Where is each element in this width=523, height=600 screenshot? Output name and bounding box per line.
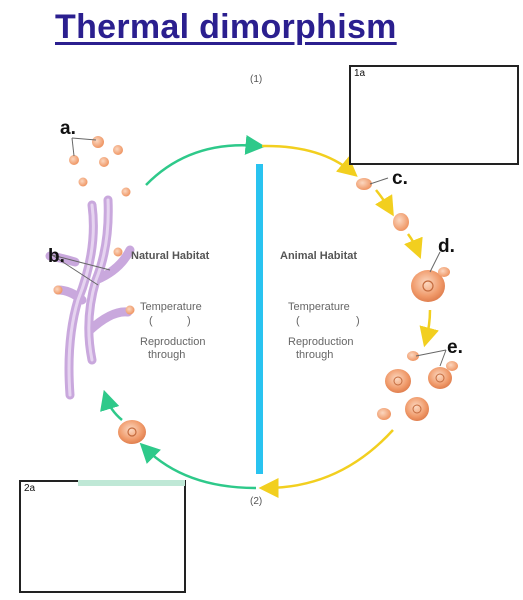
animal-paren-close: ) (356, 315, 360, 327)
habitat-divider (256, 164, 263, 474)
answer-box-2a[interactable]: 2a (19, 480, 186, 593)
hyphae-mold (45, 195, 135, 400)
arrow-d-to-e (419, 309, 439, 348)
label-b: b. (48, 246, 65, 267)
animal-habitat-heading: Animal Habitat (280, 250, 358, 262)
natural-through: through (148, 349, 186, 361)
animal-through: through (296, 349, 334, 361)
arrow-d-small (404, 233, 423, 259)
page-title: Thermal dimorphism (55, 8, 397, 46)
label-a: a. (60, 118, 76, 139)
arrow-top-green (145, 134, 266, 186)
arrow-bottom-yellow (258, 429, 394, 498)
natural-paren-close: ) (187, 315, 191, 327)
label-c: c. (392, 168, 408, 189)
answer-box-2a-accent (78, 480, 185, 486)
answer-box-1a[interactable]: 1a (349, 65, 519, 165)
arrow-c-to-d (374, 189, 394, 217)
conidium-converting (118, 420, 146, 444)
arrow-bottom-green (139, 442, 257, 490)
label-e: e. (447, 337, 463, 358)
answer-box-1a-label: 1a (354, 68, 366, 79)
step-one-label: (1) (250, 74, 263, 85)
arrow-left-green (100, 389, 123, 421)
step-two-label: (2) (250, 496, 263, 507)
animal-temperature: Temperature (288, 301, 350, 313)
label-d: d. (438, 236, 455, 257)
natural-reproduction: Reproduction (140, 336, 206, 348)
animal-paren-open: ( (296, 315, 300, 327)
conidia-spores (53, 136, 135, 315)
yeast-cells (356, 178, 458, 421)
answer-box-2a-label: 2a (24, 483, 36, 494)
animal-reproduction: Reproduction (288, 336, 354, 348)
natural-habitat-heading: Natural Habitat (131, 250, 210, 262)
natural-paren-open: ( (149, 315, 153, 327)
arrow-top-yellow (261, 144, 358, 177)
natural-temperature: Temperature (140, 301, 202, 313)
